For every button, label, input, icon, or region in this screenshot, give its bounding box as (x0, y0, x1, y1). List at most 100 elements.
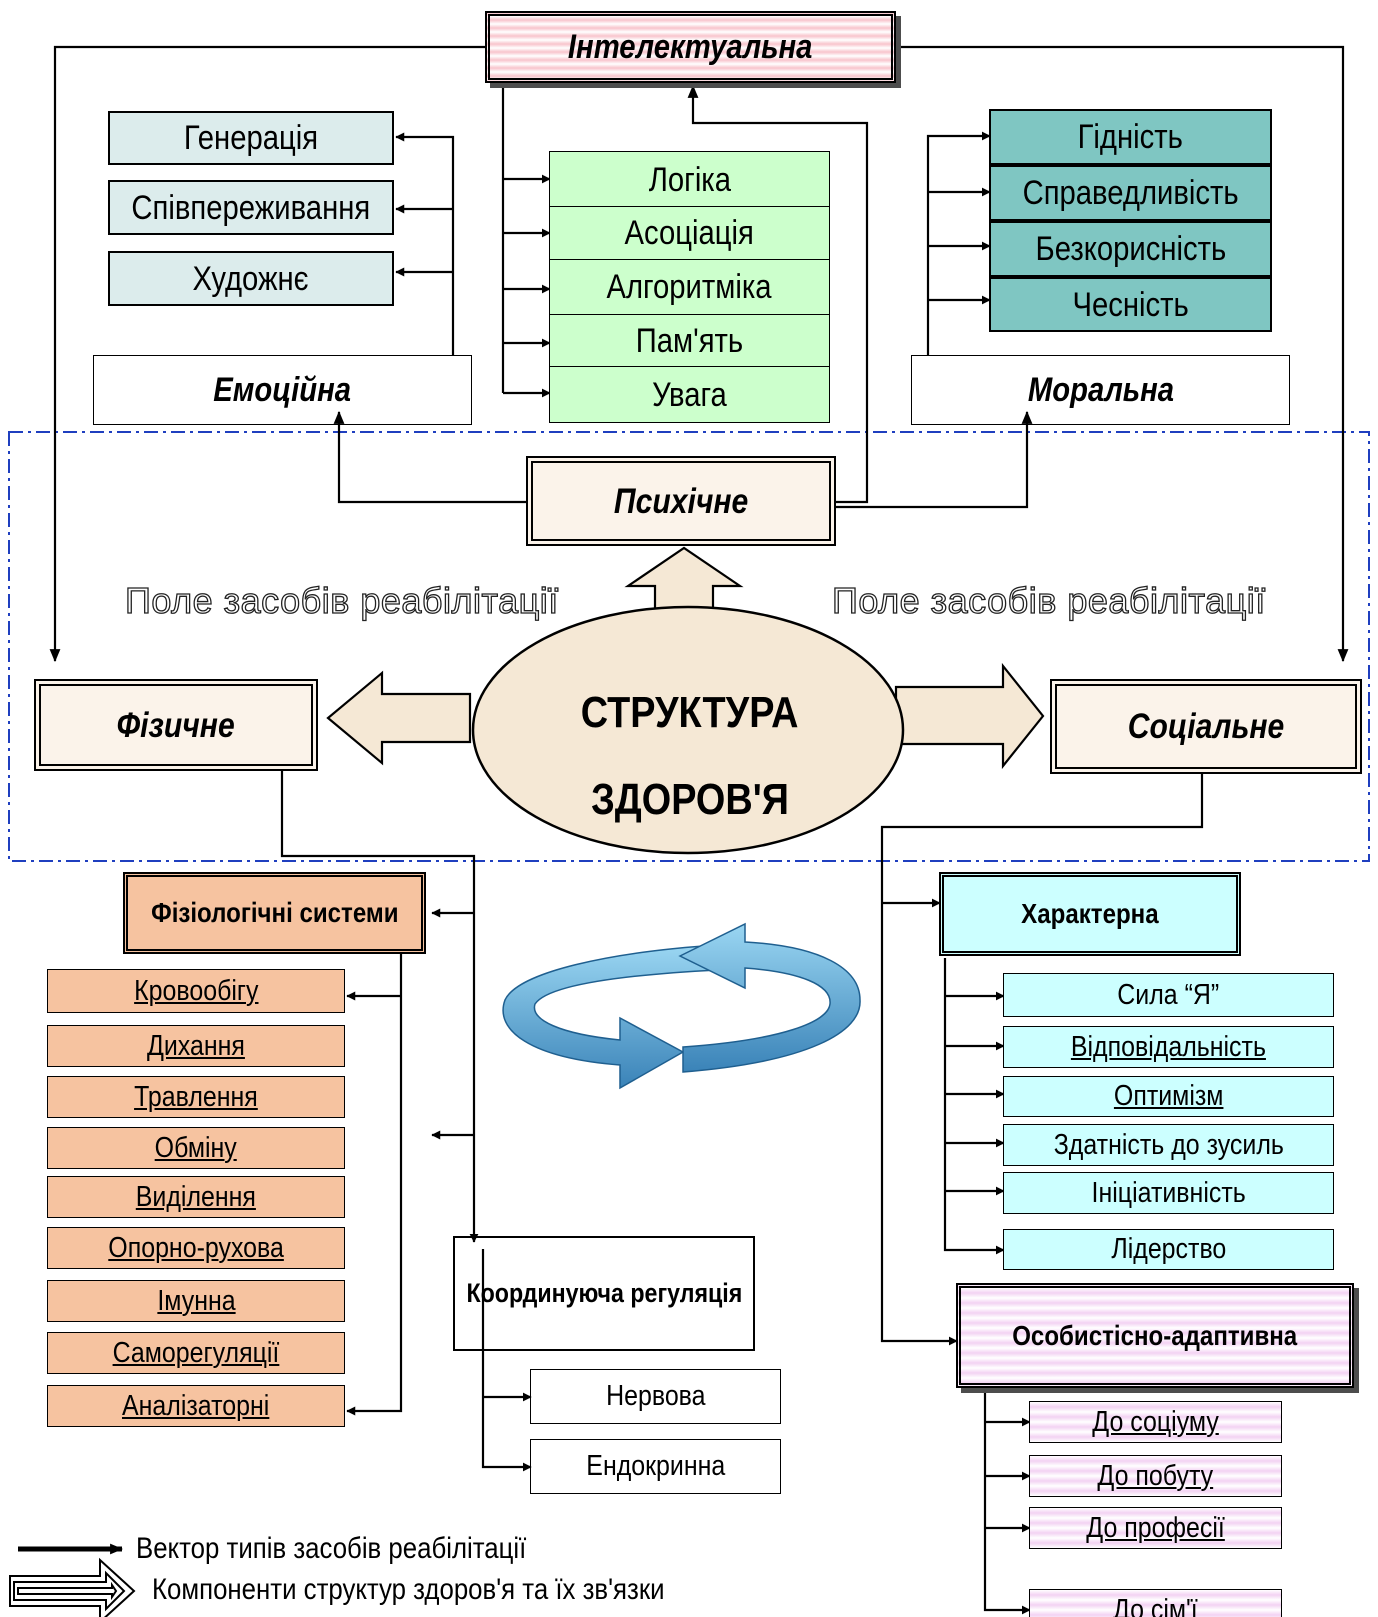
intellect-title-box: Інтелектуальна (485, 11, 896, 83)
physio-item-musculoskeletal: Опорно-рухова (47, 1227, 345, 1269)
moral-item-dignity: Гідність (989, 109, 1272, 165)
legend-components-label: Компоненти структур здоров'я та їх зв'яз… (152, 1573, 748, 1607)
physio-item-label: Аналізаторні (122, 1389, 270, 1422)
link-psychic-moral (835, 410, 1033, 509)
physio-item-label: Опорно-рухова (108, 1231, 284, 1264)
intellect-title: Інтелектуальна (568, 28, 813, 66)
physio-item-label: Дихання (147, 1029, 245, 1062)
physio-item-selfregulation: Саморегуляції (47, 1332, 345, 1374)
physiological-bus (346, 953, 403, 1416)
physio-item-analyzers: Аналізаторні (47, 1385, 345, 1427)
character-item-ego-strength: Сила “Я” (1003, 973, 1334, 1017)
intellect-item-attention: Увага (549, 366, 830, 423)
emotional-title: Емоційна (213, 371, 352, 409)
physio-item-metabolism: Обміну (47, 1127, 345, 1169)
center-text-line1: СТРУКТУРА (581, 688, 799, 737)
emotional-item-generation: Генерація (108, 111, 394, 165)
adaptive-item-label: До професії (1086, 1511, 1225, 1544)
coordinating-item-label: Ендокринна (586, 1450, 725, 1482)
moral-item-label: Чесність (1072, 285, 1189, 324)
moral-item-justice: Справедливість (989, 165, 1272, 221)
link-psychic-emotional (333, 410, 527, 504)
intellect-item-label: Увага (652, 375, 727, 414)
psychic-title: Психічне (613, 481, 749, 521)
health-structure-ellipse (471, 605, 905, 855)
psychic-box: Психічне (526, 456, 836, 546)
intellect-item-label: Логіка (648, 160, 731, 199)
coordinating-item-nervous: Нервова (530, 1369, 781, 1424)
coordinating-title-box: Координуюча регуляція (453, 1236, 755, 1351)
emotional-item-label: Співпереживання (131, 188, 371, 227)
character-item-label: Ініціативність (1091, 1176, 1246, 1209)
moral-bus (926, 131, 991, 356)
social-title: Соціальне (1127, 707, 1285, 746)
moral-item-label: Безкорисність (1035, 230, 1226, 268)
character-title-box: Характерна (939, 872, 1241, 956)
adaptive-title-box: Особистісно-адаптивна (956, 1283, 1354, 1388)
component-arrow-right (894, 662, 1045, 770)
moral-item-label: Справедливість (1022, 174, 1239, 212)
physio-item-digestion: Травлення (47, 1076, 345, 1118)
physical-bus (280, 761, 479, 1243)
physio-item-circulation: Кровообігу (47, 969, 345, 1013)
intellect-item-algorithmics: Алгоритміка (549, 259, 830, 315)
component-arrow-left (326, 670, 472, 766)
legend-component-arrow (9, 1557, 136, 1617)
cycle-arrows-icon (502, 922, 861, 1090)
intellect-item-association: Асоціація (549, 206, 830, 260)
moral-title: Моральна (1027, 371, 1174, 409)
physical-title: Фізичне (116, 705, 236, 745)
field-label-right: Поле засобів реабілітації (831, 579, 1266, 621)
intellect-item-label: Асоціація (624, 214, 755, 252)
emotional-item-artistic: Художнє (108, 251, 394, 306)
intellect-item-memory: Пам'ять (549, 314, 830, 368)
character-item-initiative: Ініціативність (1003, 1172, 1334, 1214)
emotional-title-box: Емоційна (93, 355, 472, 425)
physical-box: Фізичне (34, 679, 318, 771)
link-intellect-physical (49, 45, 488, 663)
intellect-item-label: Алгоритміка (606, 268, 773, 306)
intellect-item-label: Пам'ять (635, 322, 744, 360)
character-item-label: Сила “Я” (1117, 978, 1220, 1011)
emotional-item-label: Генерація (183, 119, 319, 157)
character-item-label: Здатність до зусиль (1053, 1128, 1284, 1161)
adaptive-item-society: До соціуму (1029, 1401, 1282, 1443)
adaptive-item-family: До сім'ї (1029, 1589, 1282, 1617)
emotional-item-label: Художнє (192, 259, 310, 298)
physio-item-label: Імунна (156, 1284, 236, 1317)
adaptive-title: Особистісно-адаптивна (1012, 1319, 1298, 1351)
physiological-title: Фізіологічні системи (150, 897, 399, 928)
character-item-responsibility: Відповідальність (1003, 1026, 1334, 1068)
adaptive-item-household: До побуту (1029, 1455, 1282, 1497)
rehab-field-border (8, 431, 1370, 862)
legend-vector-text: Вектор типів засобів реабілітації (136, 1532, 527, 1565)
field-label-left: Поле засобів реабілітації (124, 579, 559, 621)
emotional-bus (395, 132, 455, 356)
physio-item-label: Травлення (134, 1080, 258, 1113)
character-item-leadership: Лідерство (1003, 1229, 1334, 1270)
moral-item-selflessness: Безкорисність (989, 221, 1272, 277)
coordinating-title: Координуюча регуляція (466, 1278, 742, 1308)
physio-item-label: Обміну (154, 1131, 238, 1164)
physio-item-label: Саморегуляції (112, 1336, 280, 1369)
center-line1: СТРУКТУРА (540, 688, 840, 738)
coordinating-bus (481, 1249, 532, 1472)
social-bus (880, 773, 1204, 1346)
legend-components-text: Компоненти структур здоров'я та їх зв'яз… (152, 1573, 665, 1606)
physio-item-label: Виділення (135, 1180, 257, 1213)
adaptive-item-label: До побуту (1097, 1459, 1214, 1492)
physiological-title-box: Фізіологічні системи (123, 872, 426, 954)
center-line2: ЗДОРОВ'Я (540, 775, 840, 825)
adaptive-item-profession: До професії (1029, 1507, 1282, 1549)
coordinating-item-label: Нервова (605, 1380, 706, 1412)
coordinating-item-endocrine: Ендокринна (530, 1439, 781, 1494)
legend-vector-label: Вектор типів засобів реабілітації (136, 1532, 590, 1566)
character-item-label: Відповідальність (1070, 1030, 1267, 1063)
intellect-item-logic: Логіка (549, 151, 830, 208)
character-bus (943, 958, 1005, 1255)
character-item-label: Оптимізм (1113, 1080, 1224, 1112)
character-title: Характерна (1021, 898, 1159, 929)
moral-item-honesty: Чесність (989, 277, 1272, 332)
